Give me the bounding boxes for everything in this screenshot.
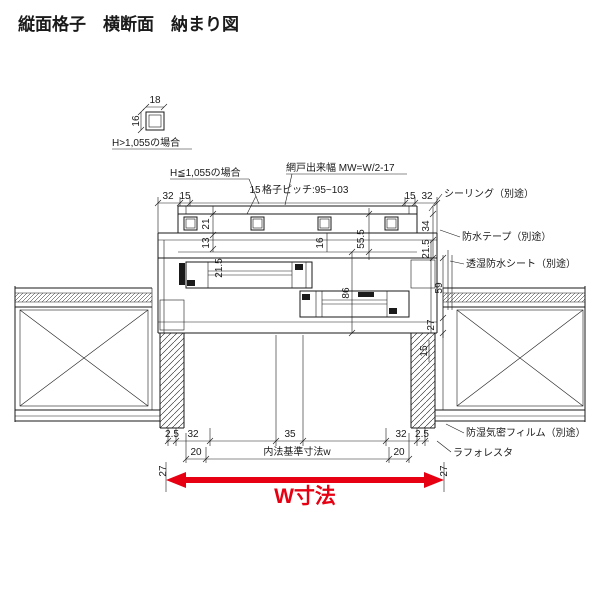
dim-15-right: 15 <box>419 345 430 357</box>
dim-34: 34 <box>421 220 432 232</box>
screen-rail <box>177 205 418 233</box>
material-callouts: シーリング（別途） 防水テープ（別途） 透湿防水シート（別途） 防湿気密フィルム… <box>428 187 586 459</box>
dim-top-32-left: 32 <box>162 191 174 202</box>
dim-27-right: 27 <box>426 319 437 331</box>
lattice-bar-detail: 18 16 H>1,055の場合 <box>112 95 192 150</box>
interior-sash <box>299 290 410 318</box>
dim-inner-standard: 内法基準寸法w <box>263 445 331 458</box>
note-pitch-offset: 15 <box>249 185 261 196</box>
dim-top-32-right: 32 <box>421 191 433 202</box>
frame-tracks <box>157 232 438 334</box>
dim-bottom-32-right: 32 <box>395 429 407 440</box>
dim-top-15-left: 15 <box>179 191 191 202</box>
dim-21-5-right: 21.5 <box>421 239 432 259</box>
dim-bottom-32-left: 32 <box>187 429 199 440</box>
callout-waterproof-tape: 防水テープ（別途） <box>462 230 551 243</box>
dim-bottom-20-left: 20 <box>190 447 202 458</box>
dim-bottom-20-right: 20 <box>393 447 405 458</box>
vertical-dimensions: 21 13 16 55.5 34 21.5 21.5 59 27 86 15 <box>201 206 447 362</box>
dim-bottom-35: 35 <box>284 429 296 440</box>
detail-caption: H>1,055の場合 <box>112 136 180 149</box>
dim-bottom-2-5-left: 2.5 <box>165 429 179 440</box>
detail-width-dim: 18 <box>149 95 161 106</box>
exterior-sash <box>185 261 313 289</box>
bottom-dimension-rows: 2.5 32 35 32 2.5 20 内法基準寸法w 20 27 27 <box>158 335 450 477</box>
dim-27-bottom-left: 27 <box>158 465 169 477</box>
w-dimension-arrow: W寸法 <box>165 462 445 508</box>
dim-59: 59 <box>434 282 445 294</box>
dim-55-5: 55.5 <box>356 229 367 249</box>
dim-21-5-left: 21.5 <box>214 258 225 278</box>
callout-waterproof-sheet: 透湿防水シート（別途） <box>466 257 576 270</box>
dim-86: 86 <box>341 287 352 299</box>
dim-27-bottom-right: 27 <box>439 465 450 477</box>
callout-interior-trim: ラフォレスタ <box>453 447 513 459</box>
note-h-le: H≦1,055の場合 <box>170 166 241 179</box>
lattice-bars <box>183 216 399 231</box>
callout-sealing: シーリング（別途） <box>444 187 534 200</box>
dim-16: 16 <box>315 237 326 249</box>
window-frame-assembly <box>157 205 438 429</box>
callout-moisture-film: 防湿気密フィルム（別途） <box>466 426 586 439</box>
left-wall-section <box>14 286 160 422</box>
left-jamb <box>159 263 185 429</box>
dim-21: 21 <box>201 218 212 230</box>
dim-13: 13 <box>201 237 212 249</box>
note-lattice-pitch: 格子ピッチ:95~103 <box>262 183 349 196</box>
detail-height-dim: 16 <box>131 115 142 127</box>
right-jamb <box>410 259 436 429</box>
w-dimension-label: W寸法 <box>274 484 336 508</box>
annotations: H≦1,055の場合 網戸出来幅 MW=W/2-17 15 格子ピッチ:95~1… <box>170 161 407 215</box>
dim-bottom-2-5-right: 2.5 <box>415 429 429 440</box>
top-dimension-row: 32 15 15 32 <box>154 191 441 233</box>
right-wall-section <box>435 250 586 422</box>
note-screen-width: 網戸出来幅 MW=W/2-17 <box>286 161 395 174</box>
dim-top-15-right: 15 <box>404 191 416 202</box>
page-title: 縦面格子 横断面 納まり図 <box>18 14 239 34</box>
